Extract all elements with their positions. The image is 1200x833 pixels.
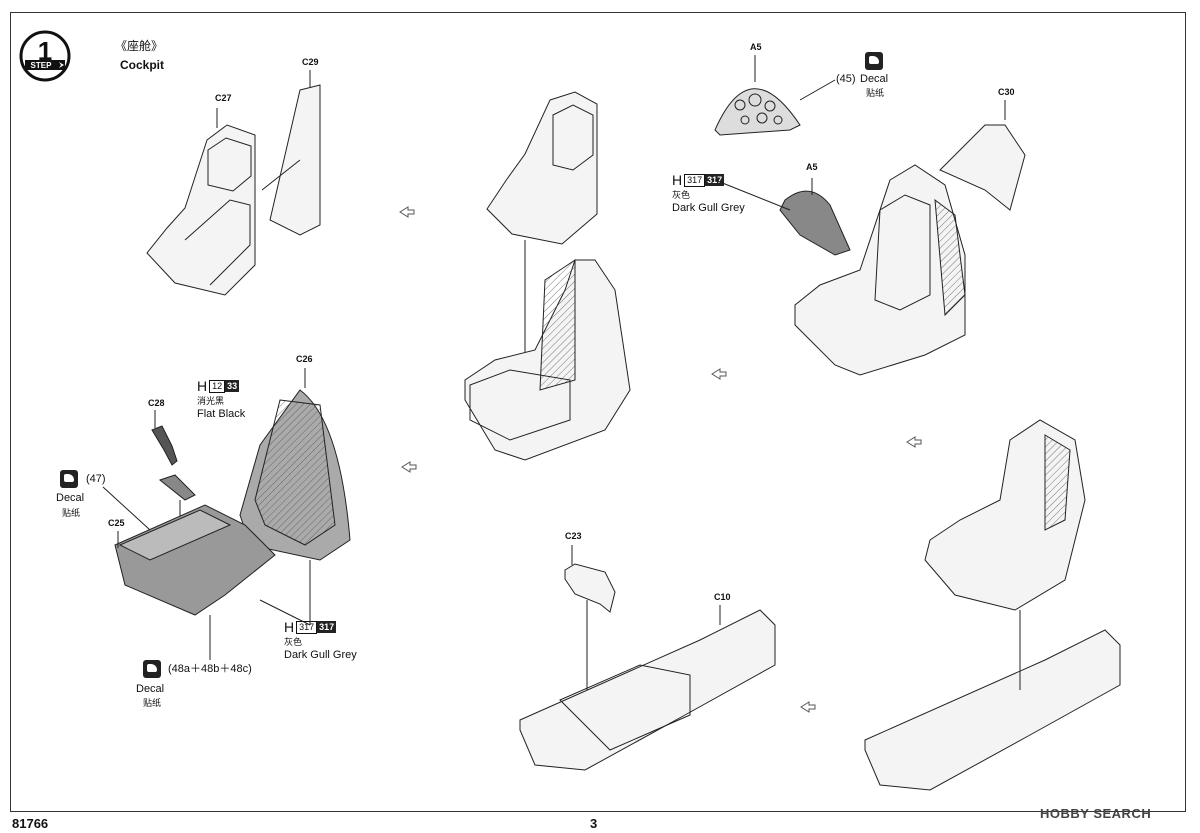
part-label-c23: C23 — [565, 531, 582, 541]
decal-45-cn: 贴纸 — [866, 88, 885, 98]
step-badge: 1 STEP — [19, 30, 71, 82]
paint-dark-gull-top-cn: 灰色 — [672, 190, 691, 200]
arrow-icon — [399, 206, 415, 218]
part-c23 — [564, 545, 616, 690]
page-frame — [10, 12, 1186, 812]
decal-48-en: Decal — [136, 683, 165, 695]
paint-code-2: 33 — [225, 380, 240, 392]
decal-icon — [60, 470, 78, 488]
seat-c27 — [146, 108, 256, 296]
paint-callout-flat-black: H 12 33 — [197, 378, 240, 394]
part-c29 — [261, 70, 321, 236]
paint-code-1: 12 — [209, 379, 226, 393]
paint-callout-dark-gull-top: H 317 317 — [672, 172, 725, 188]
paint-flat-black-en: Flat Black — [197, 408, 246, 420]
tub-center — [464, 259, 631, 461]
title-cn: 《座舱》 — [115, 39, 164, 53]
paint-code-2: 317 — [317, 621, 337, 633]
part-label-c27: C27 — [215, 93, 232, 103]
part-label-c30: C30 — [998, 87, 1015, 97]
part-label-c26: C26 — [296, 354, 313, 364]
paint-h-letter: H — [197, 378, 208, 394]
paint-code-1: 317 — [296, 620, 318, 634]
decal-48-cn: 贴纸 — [143, 698, 162, 708]
arrow-icon — [711, 368, 727, 380]
step-circle-icon: 1 STEP — [19, 30, 71, 82]
paint-dark-gull-top-en: Dark Gull Grey — [672, 202, 745, 214]
paint-flat-black-cn: 消光黑 — [197, 396, 225, 406]
part-c30 — [939, 100, 1026, 211]
part-label-c10: C10 — [714, 592, 731, 602]
step-label: STEP — [31, 61, 53, 70]
arrow-icon — [401, 461, 417, 473]
part-label-c29: C29 — [302, 57, 319, 67]
instrument-panel-a5 — [714, 55, 836, 136]
coaming-a5 — [714, 178, 851, 256]
paint-h-letter: H — [284, 619, 295, 635]
seat-center — [486, 91, 598, 405]
decal-47-en: Decal — [56, 492, 85, 504]
paint-dark-gull-bottom-en: Dark Gull Grey — [284, 649, 357, 661]
flow-arrows — [399, 206, 922, 713]
decal-icon — [865, 52, 883, 70]
decal-48-number: (48a＋48b＋48c) — [168, 663, 252, 675]
arrow-icon — [906, 436, 922, 448]
floor-c25 — [102, 486, 311, 660]
rear-tub-c10 — [519, 605, 776, 771]
decal-45-number: (45) — [836, 73, 856, 85]
catalog-number: 81766 — [12, 816, 49, 831]
title-en: Cockpit — [120, 58, 165, 72]
assembly-bottom-right — [864, 419, 1121, 791]
paint-code-2: 317 — [705, 174, 725, 186]
part-label-c28: C28 — [148, 398, 165, 408]
page-number: 3 — [590, 816, 598, 831]
decal-47-number: (47) — [86, 473, 106, 485]
bulkhead-c26 — [239, 368, 351, 625]
part-label-a5-mid: A5 — [806, 162, 818, 172]
decal-47-cn: 贴纸 — [62, 508, 81, 518]
part-label-c25: C25 — [108, 518, 125, 528]
paint-code-1: 317 — [684, 173, 706, 187]
paint-dark-gull-bottom-cn: 灰色 — [284, 637, 303, 647]
paint-h-letter: H — [672, 172, 683, 188]
arrow-icon — [800, 701, 816, 713]
tub-upper-right — [794, 164, 966, 376]
watermark: HOBBY SEARCH — [1040, 806, 1152, 821]
decal-45-en: Decal — [860, 73, 889, 85]
part-label-a5-top: A5 — [750, 42, 762, 52]
step-number: 1 — [38, 36, 52, 66]
decal-icon — [143, 660, 161, 678]
paint-callout-dark-gull-bottom: H 317 317 — [284, 619, 337, 635]
